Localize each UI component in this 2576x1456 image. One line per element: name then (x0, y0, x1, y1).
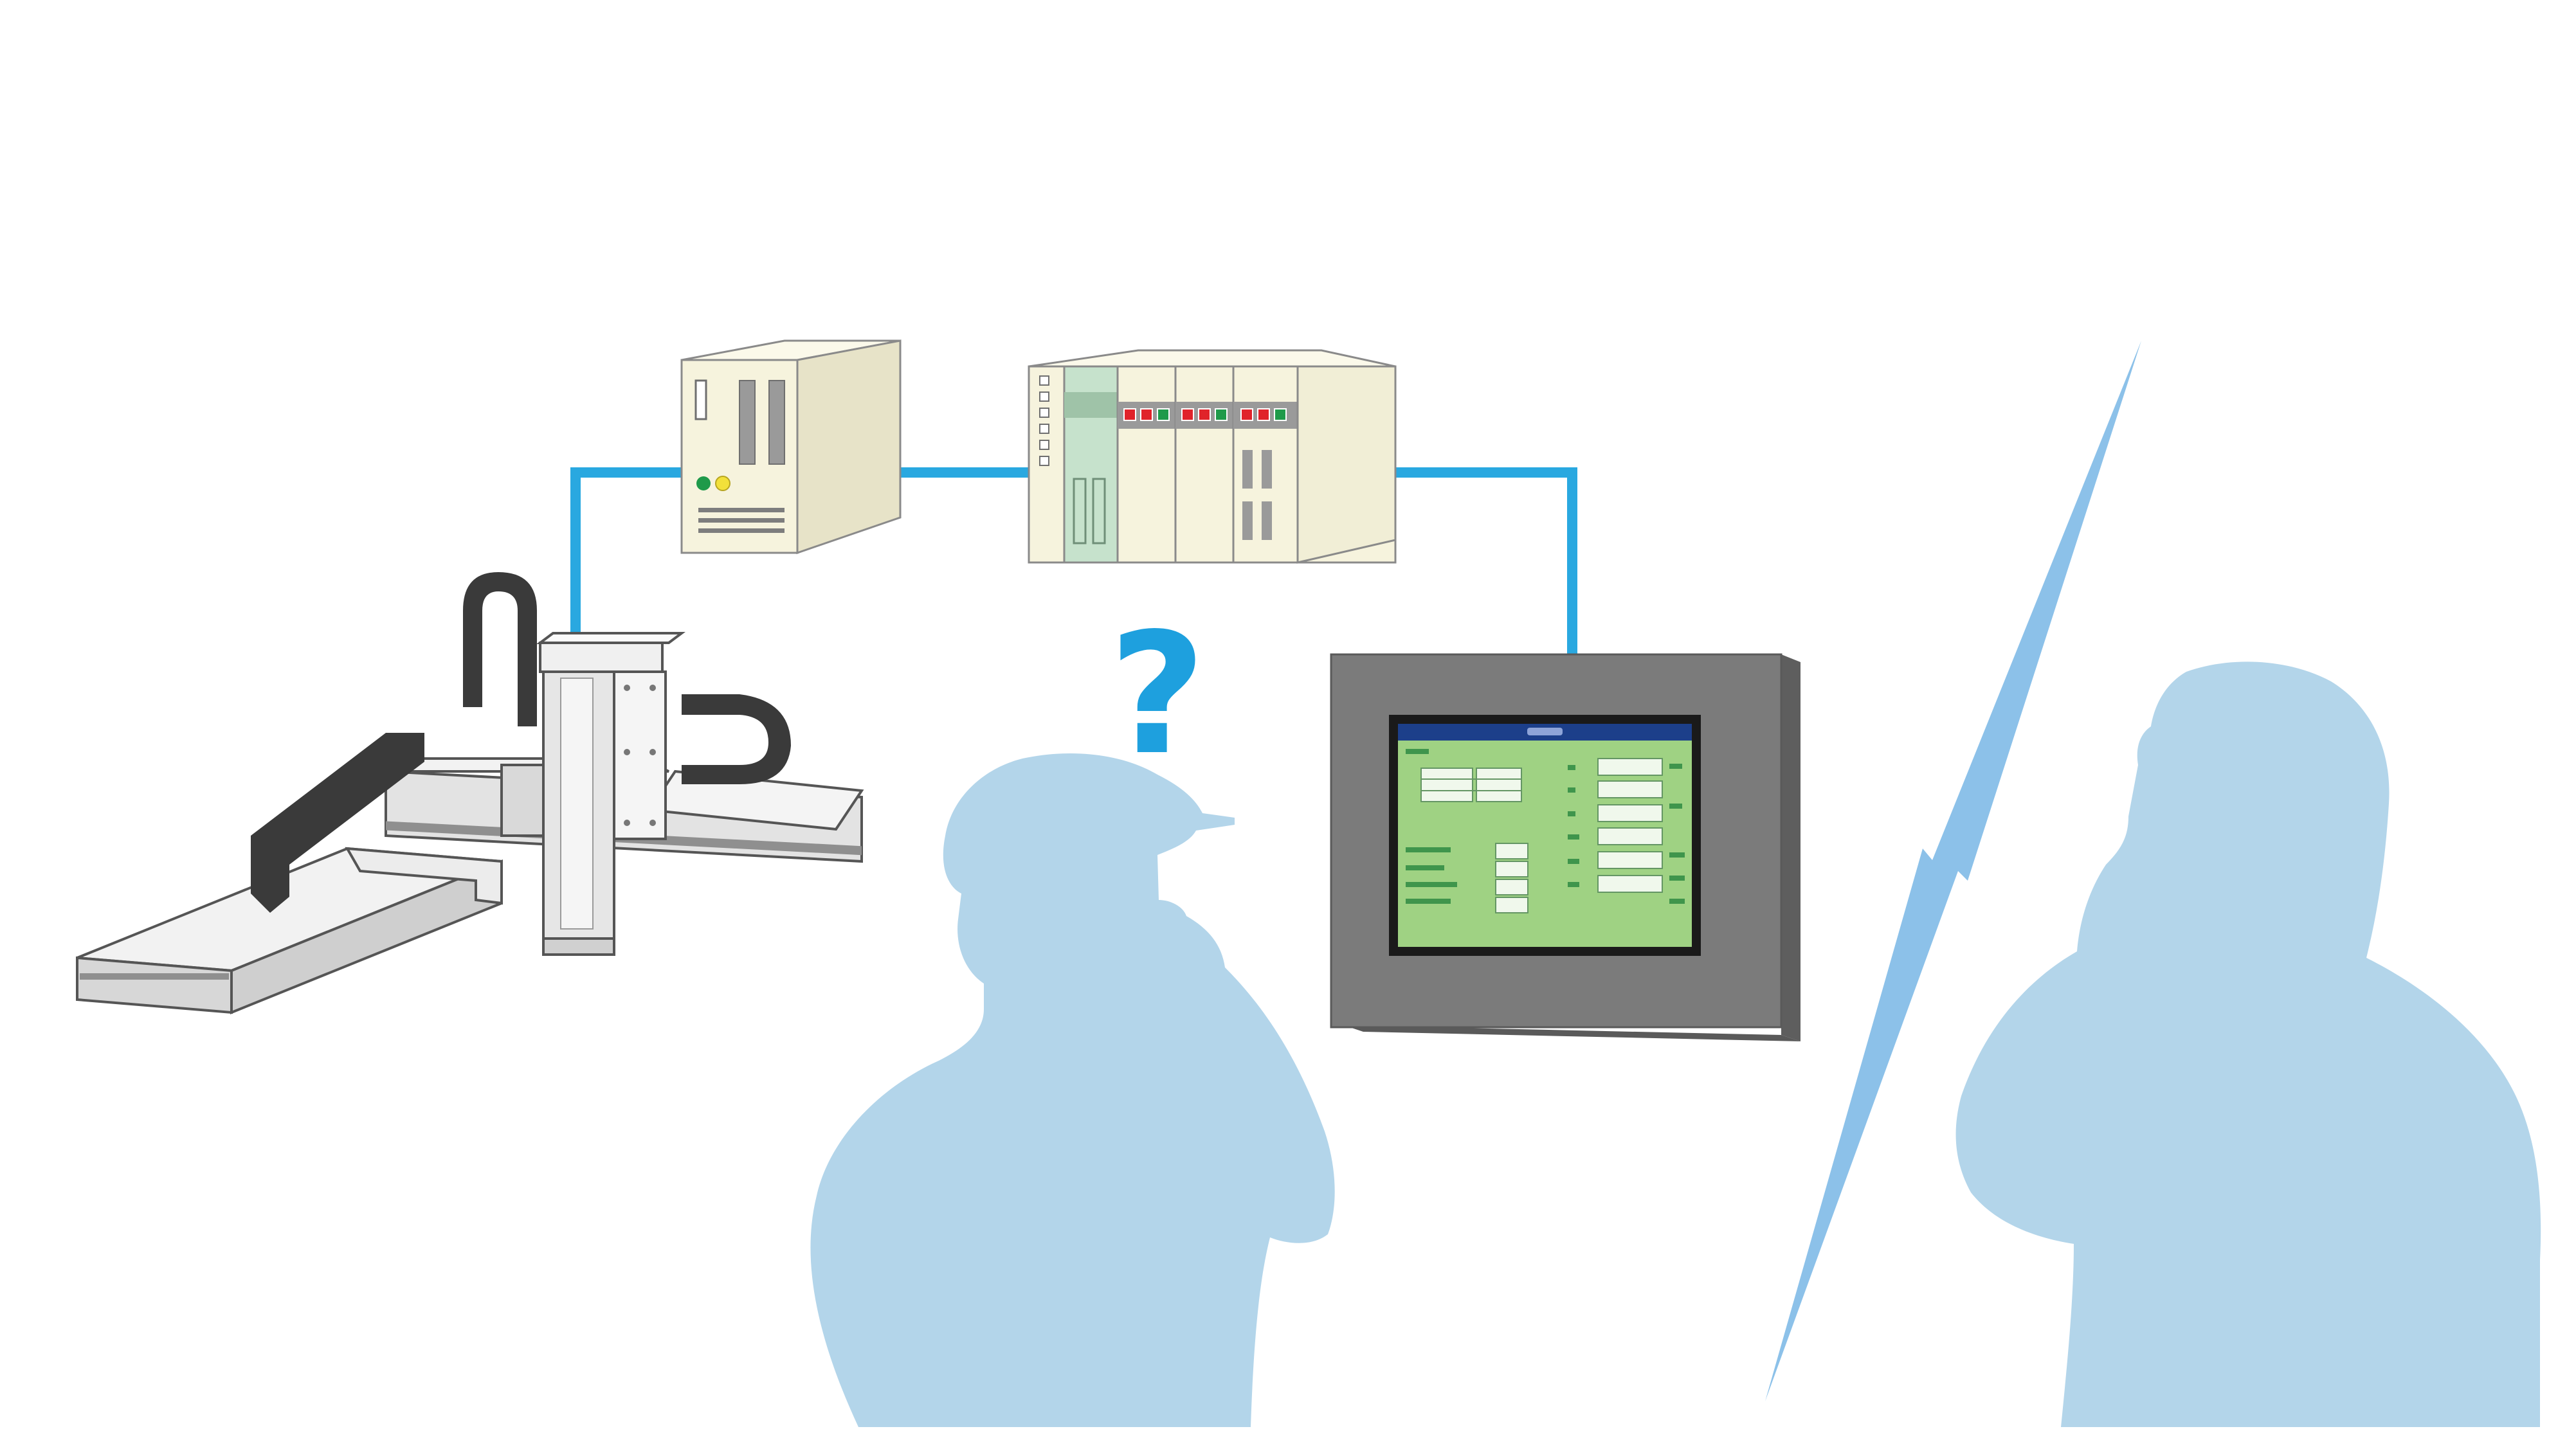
robot-bolt-3 (624, 749, 630, 755)
robot-base-endcap (345, 847, 503, 905)
plc-io-led-3a (1240, 408, 1253, 421)
robot-column-top (536, 632, 685, 644)
robot-chain-right-loop (682, 694, 791, 784)
cartesian-robot-icon (76, 572, 864, 1014)
plc-cpu-slot-1 (1073, 478, 1087, 544)
question-mark-icon: ? (1109, 598, 1206, 792)
plc-io-slot-3d (1262, 501, 1272, 540)
plc-indicator-3 (1039, 408, 1049, 418)
controller-unit-icon (680, 339, 902, 555)
controller-slot-small (694, 379, 707, 420)
touch-panel-icon (1330, 653, 1800, 1041)
plc-io-module-2 (1174, 365, 1235, 564)
controller-vent-3 (698, 528, 785, 533)
plc-io-slot-3b (1262, 450, 1272, 489)
plc-io-slot-3c (1242, 501, 1253, 540)
robot-base-groove (80, 973, 229, 980)
support-engineer-on-phone-icon (1955, 661, 2541, 1427)
plc-cpu-band (1064, 392, 1118, 418)
controller-slot-2 (768, 380, 785, 465)
plc-indicator-6 (1039, 456, 1049, 466)
robot-bolt-4 (649, 749, 656, 755)
plc-side-face (1296, 365, 1397, 564)
robot-bolt-1 (624, 685, 630, 691)
robot-column-carriage (613, 670, 667, 840)
plc-indicator-2 (1039, 391, 1049, 402)
plc-io-led-2a (1181, 408, 1194, 421)
plc-rack-icon (1028, 349, 1397, 564)
plc-io-led-1a (1123, 408, 1136, 421)
controller-led-yellow (715, 476, 730, 491)
robot-bolt-5 (624, 820, 630, 826)
controller-slot-1 (739, 380, 756, 465)
hmi-screen-content (1406, 749, 1685, 913)
plc-io-led-2b (1198, 408, 1211, 421)
robot-column-front (539, 642, 664, 673)
controller-vent-2 (698, 518, 785, 523)
wireless-lightning-icon (1765, 341, 2141, 1401)
robot-column-foot (542, 937, 615, 956)
controller-vent-1 (698, 508, 785, 512)
controller-side-face (796, 339, 902, 555)
plc-io-led-1b (1140, 408, 1153, 421)
cable-plc-to-hmi (1392, 467, 1577, 654)
network-cables (570, 467, 1577, 654)
plc-indicator-5 (1039, 440, 1049, 450)
robot-column-shaft-light (560, 678, 594, 930)
robot-bolt-2 (649, 685, 656, 691)
cable-robot-to-controller (570, 467, 685, 643)
plc-indicator-4 (1039, 424, 1049, 434)
robot-chain-top-loop (463, 572, 537, 726)
plc-io-module-1 (1116, 365, 1177, 564)
plc-indicator-1 (1039, 375, 1049, 386)
robot-bolt-6 (649, 820, 656, 826)
plc-io-led-2c (1215, 408, 1228, 421)
robot-chain-left (251, 733, 424, 913)
question-mark-glyph: ? (1109, 598, 1206, 792)
operator-on-phone-icon (810, 753, 1335, 1427)
plc-io-led-1c (1157, 408, 1170, 421)
plc-io-led-3c (1274, 408, 1287, 421)
hmi-bottom (1344, 1025, 1800, 1041)
plc-cpu-slot-2 (1092, 478, 1106, 544)
controller-led-green (696, 476, 711, 490)
plc-io-slot-3a (1242, 450, 1253, 489)
hmi-title-blur (1527, 728, 1563, 735)
hmi-side (1781, 654, 1800, 1041)
robot-slider-block (500, 764, 545, 837)
plc-io-led-3b (1257, 408, 1270, 421)
